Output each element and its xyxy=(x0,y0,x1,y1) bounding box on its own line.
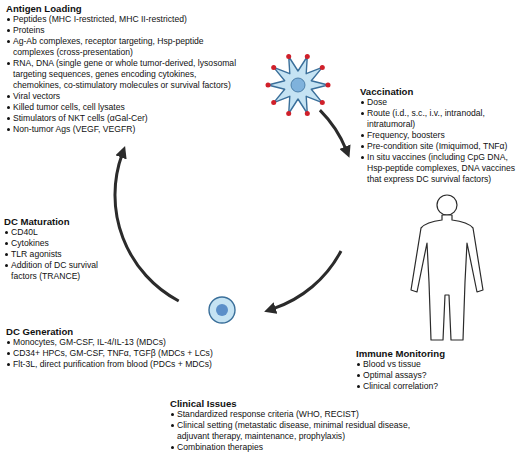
bullet-item: In situ vaccines (including CpG DNA, Hsp… xyxy=(360,152,518,185)
bullet-dot xyxy=(5,264,8,267)
cell-nucleus xyxy=(291,78,305,92)
bullet-item: Killed tumor cells, cell lysates xyxy=(6,102,241,113)
bullet-dot xyxy=(361,145,364,148)
bullet-item: Stimulators of NKT cells (αGal-Cer) xyxy=(6,113,241,124)
bullet-dot xyxy=(7,40,10,43)
cycle-arrow xyxy=(272,251,341,309)
bullet-dot xyxy=(361,112,364,115)
bullet-dot xyxy=(7,18,10,21)
bullet-dot xyxy=(357,385,360,388)
bullet-item: Standardized response criteria (WHO, REC… xyxy=(170,409,432,420)
bullet-item: Non-tumor Ags (VEGF, VEGFR) xyxy=(6,124,241,135)
bullet-dot xyxy=(7,62,10,65)
text-group: Clinical IssuesStandardized response cri… xyxy=(170,398,432,453)
bullet-item: TLR agonists xyxy=(4,249,112,260)
bullet-item: Dose xyxy=(360,97,518,108)
antigen-dots xyxy=(266,54,331,116)
bullet-item: Clinical setting (metastatic disease, mi… xyxy=(170,420,432,442)
bullet-item: Frequency, boosters xyxy=(360,130,518,141)
bullet-item: Proteins xyxy=(6,25,241,36)
bullet-item: CD40L xyxy=(4,227,112,238)
bullet-dot xyxy=(361,134,364,137)
bullet-dot xyxy=(7,363,10,366)
text-group: DC MaturationCD40LCytokinesTLR agonistsA… xyxy=(4,216,112,282)
section-heading: Antigen Loading xyxy=(6,3,241,14)
bullet-dot xyxy=(361,101,364,104)
text-group: DC GenerationMonocytes, GM-CSF, IL-4/IL-… xyxy=(6,326,238,370)
bullet-item: Combination therapies xyxy=(170,442,432,453)
bullet-dot xyxy=(7,128,10,131)
bullet-item: Viral vectors xyxy=(6,91,241,102)
bullet-item: Monocytes, GM-CSF, IL-4/IL-13 (MDCs) xyxy=(6,337,238,348)
bullet-item: RNA, DNA (single gene or whole tumor-der… xyxy=(6,58,241,91)
section-heading: Immune Monitoring xyxy=(356,348,516,359)
cell-nucleus xyxy=(216,304,228,316)
bullet-dot xyxy=(171,413,174,416)
bullet-dot xyxy=(171,424,174,427)
bullet-item: Blood vs tissue xyxy=(356,359,516,370)
bullet-dot xyxy=(5,242,8,245)
bullet-item: Ag-Ab complexes, receptor targeting, Hsp… xyxy=(6,36,241,58)
bullet-dot xyxy=(5,231,8,234)
bullet-dot xyxy=(7,106,10,109)
bullet-dot xyxy=(7,29,10,32)
cycle-arrow xyxy=(320,110,346,150)
bullet-item: Flt-3L, direct purification from blood (… xyxy=(6,359,238,370)
bullet-dot xyxy=(7,341,10,344)
text-group: Antigen LoadingPeptides (MHC I-restricte… xyxy=(6,3,241,135)
human-figure xyxy=(411,215,483,340)
mature-dendritic-cell xyxy=(268,57,328,114)
precursor-cell xyxy=(209,297,235,323)
bullet-item: Optimal assays? xyxy=(356,370,516,381)
cycle-arrow xyxy=(115,154,179,301)
bullet-item: CD34+ HPCs, GM-CSF, TNFα, TGFβ (MDCs + L… xyxy=(6,348,238,359)
text-group: VaccinationDoseRoute (i.d., s.c., i.v., … xyxy=(360,86,518,185)
section-heading: DC Maturation xyxy=(4,216,112,227)
bullet-item: Clinical correlation? xyxy=(356,381,516,392)
bullet-dot xyxy=(7,117,10,120)
bullet-item: Route (i.d., s.c., i.v., intranodal, int… xyxy=(360,108,518,130)
bullet-item: Cytokines xyxy=(4,238,112,249)
bullet-dot xyxy=(5,253,8,256)
section-heading: DC Generation xyxy=(6,326,238,337)
bullet-item: Peptides (MHC I-restricted, MHC II-restr… xyxy=(6,14,241,25)
bullet-dot xyxy=(171,446,174,449)
bullet-item: Addition of DC survival factors (TRANCE) xyxy=(4,260,112,282)
text-group: Immune MonitoringBlood vs tissueOptimal … xyxy=(356,348,516,392)
bullet-dot xyxy=(361,156,364,159)
bullet-dot xyxy=(7,352,10,355)
bullet-dot xyxy=(7,95,10,98)
section-heading: Vaccination xyxy=(360,86,518,97)
bullet-dot xyxy=(357,363,360,366)
human-head xyxy=(437,195,457,215)
bullet-dot xyxy=(357,374,360,377)
section-heading: Clinical Issues xyxy=(170,398,432,409)
bullet-item: Pre-condition site (Imiquimod, TNFα) xyxy=(360,141,518,152)
